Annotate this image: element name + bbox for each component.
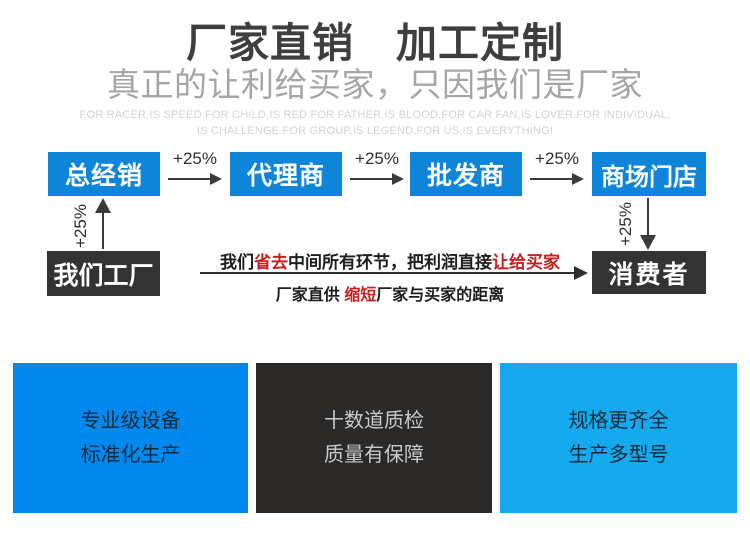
feature-line: 质量有保障 — [324, 444, 424, 466]
chain-box-wholesaler: 批发商 — [410, 152, 522, 196]
feature-box-equipment: 专业级设备 标准化生产 — [13, 363, 248, 513]
chain-box-agent: 代理商 — [230, 152, 342, 196]
increment-label: +25% — [535, 149, 579, 168]
feature-line: 标准化生产 — [80, 444, 181, 466]
arrow-right-icon — [350, 172, 404, 186]
page-title: 厂家直销 加工定制 — [186, 20, 564, 66]
chain-box-retail-store: 商场门店 — [592, 152, 706, 196]
feature-line: 规格更齐全 — [568, 410, 669, 432]
arrow-right-icon — [530, 172, 584, 186]
msg1-part1: 我们 — [220, 253, 254, 272]
chain-box-general-distributor: 总经销 — [48, 152, 160, 196]
feature-box-specs: 规格更齐全 生产多型号 — [500, 363, 737, 513]
arrow-down-icon — [637, 198, 659, 250]
msg1-part2-highlight: 省去 — [254, 253, 288, 272]
increment-label: +25% — [355, 149, 399, 168]
msg1-part3: 中间所有环节，把利润直接 — [288, 253, 492, 272]
tagline-line-1: FOR RACER,IS SPEED.FOR CHILD,IS RED.FOR … — [79, 109, 671, 121]
msg2-part3: 厂家与买家的距离 — [376, 287, 505, 304]
page-subtitle: 真正的让利给买家，只因我们是厂家 — [107, 66, 643, 103]
consumer-box: 消费者 — [592, 251, 706, 294]
increment-label: +25% — [173, 149, 217, 168]
msg1-part4-highlight: 让给买家 — [492, 253, 560, 272]
benefit-message-line1: 我们省去中间所有环节，把利润直接让给买家 — [160, 248, 620, 273]
long-arrow-right-icon — [200, 266, 588, 280]
msg2-part2-highlight: 缩短 — [344, 287, 377, 304]
benefit-message-line2: 厂家直供 缩短厂家与买家的距离 — [160, 281, 620, 305]
increment-label-vertical: +25% — [71, 204, 90, 248]
feature-line: 专业级设备 — [80, 410, 181, 432]
increment-label-vertical: +25% — [616, 202, 635, 246]
feature-box-quality: 十数道质检 质量有保障 — [256, 363, 492, 513]
feature-line: 十数道质检 — [324, 410, 424, 432]
arrow-up-icon — [92, 198, 114, 250]
feature-line: 生产多型号 — [568, 444, 669, 466]
msg2-part1: 厂家直供 — [275, 287, 345, 304]
tagline-line-2: IS CHALLENGE.FOR GROUP,IS LEGEND.FOR US,… — [196, 125, 554, 137]
english-tagline: FOR RACER,IS SPEED.FOR CHILD,IS RED.FOR … — [0, 107, 750, 139]
arrow-right-icon — [168, 172, 222, 186]
factory-box: 我们工厂 — [47, 251, 160, 296]
